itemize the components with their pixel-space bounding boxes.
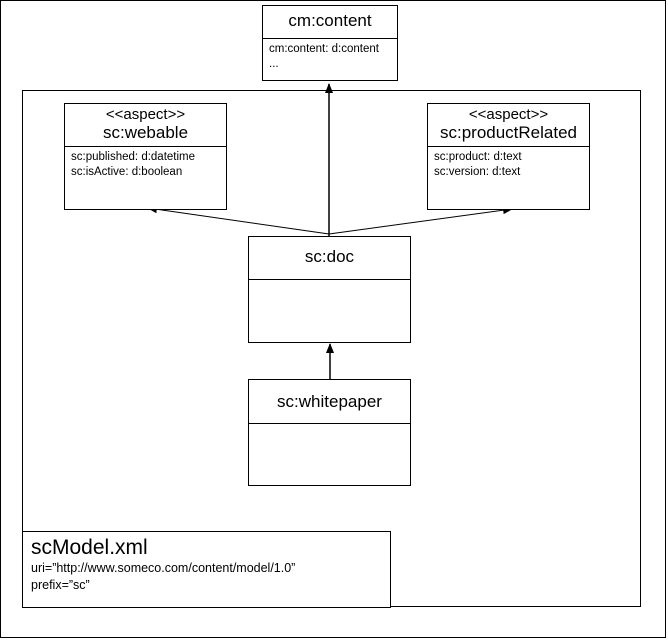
cm-content-title: cm:content: [288, 11, 372, 30]
productrelated-stereotype: <<aspect>>: [468, 106, 549, 123]
webable-property: sc:published: d:datetime: [71, 151, 196, 163]
sc-whitepaper-type-box: sc:whitepaper: [248, 379, 411, 486]
cm-content-type-box: cm:content cm:content: d:content ...: [262, 5, 398, 81]
productrelated-property: sc:version: d:text: [434, 166, 521, 178]
association-arrow-doc-to-webable: [147, 205, 330, 235]
whitepaper-title: sc:whitepaper: [277, 392, 382, 411]
association-arrow-doc-to-productrelated: [328, 206, 513, 235]
cm-content-property: cm:content: d:content: [269, 43, 379, 55]
productrelated-property: sc:product: d:text: [434, 151, 522, 163]
webable-stereotype: <<aspect>>: [105, 106, 186, 123]
model-file-name: scModel.xml: [31, 536, 148, 559]
model-prefix: prefix=”sc”: [31, 578, 90, 592]
webable-property: sc:isActive: d:boolean: [71, 166, 183, 178]
sc-doc-type-box: sc:doc: [248, 236, 411, 343]
model-uri: uri=”http://www.someco.com/content/model…: [31, 561, 296, 575]
productrelated-title: sc:productRelated: [439, 123, 578, 143]
model-file-label: scModel.xml uri=”http://www.someco.com/c…: [22, 531, 391, 608]
doc-title: sc:doc: [304, 247, 355, 266]
sc-productrelated-aspect-box: <<aspect>> sc:productRelated sc:product:…: [427, 103, 590, 210]
sc-webable-aspect-box: <<aspect>> sc:webable sc:published: d:da…: [64, 103, 227, 210]
cm-content-property: ...: [269, 58, 279, 70]
webable-title: sc:webable: [102, 123, 189, 143]
